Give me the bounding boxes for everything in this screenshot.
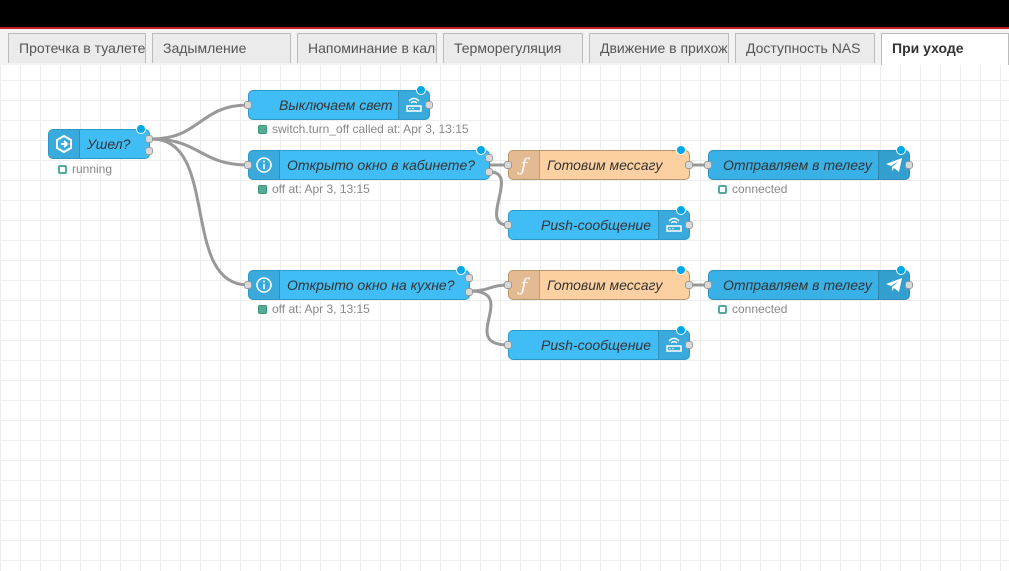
node-status: running: [58, 162, 112, 176]
wires-layer: [151, 103, 708, 347]
wire: [489, 170, 509, 227]
output-port[interactable]: [685, 281, 693, 289]
node-light-off[interactable]: Выключаем свет: [244, 85, 433, 120]
changed-indicator: [896, 145, 906, 155]
node-label: Готовим мессагу: [547, 157, 663, 173]
function-icon: ƒ: [509, 151, 540, 179]
node-label: Открыто окно в кабинете?: [287, 157, 476, 173]
output-port[interactable]: [145, 147, 153, 155]
node-status: connected: [718, 302, 787, 316]
node-label: Выключаем свет: [279, 97, 393, 113]
node-status: off at: Apr 3, 13:15: [258, 302, 370, 316]
node-telegram-send-2[interactable]: Отправляем в телегу: [704, 265, 913, 300]
wire: [469, 289, 509, 347]
changed-indicator: [676, 325, 686, 335]
output-port[interactable]: [485, 168, 493, 176]
output-port[interactable]: [685, 341, 693, 349]
node-status: connected: [718, 182, 787, 196]
input-port[interactable]: [504, 161, 512, 169]
changed-indicator: [896, 265, 906, 275]
telegram-icon: [878, 271, 909, 299]
output-port[interactable]: [465, 274, 473, 282]
status-dot-icon: [258, 125, 267, 134]
info-icon: [249, 151, 280, 179]
node-label: Push-сообщение: [541, 337, 651, 353]
input-port[interactable]: [244, 161, 252, 169]
node-label: Push-сообщение: [541, 217, 651, 233]
node-window-kitchen[interactable]: Открыто окно на кухне?: [244, 265, 473, 300]
status-dot-icon: [258, 185, 267, 194]
arrow-in-hexagon-icon: [49, 130, 80, 158]
input-port[interactable]: [704, 161, 712, 169]
node-label: Ушел?: [87, 136, 131, 152]
changed-indicator: [476, 145, 486, 155]
tab-on-leaving[interactable]: При уходе: [881, 33, 1009, 65]
telegram-icon: [878, 151, 909, 179]
wire: [151, 137, 249, 287]
node-label: Отправляем в телегу: [723, 157, 872, 173]
node-label: Готовим мессагу: [547, 277, 663, 293]
output-port[interactable]: [905, 161, 913, 169]
output-port[interactable]: [905, 281, 913, 289]
status-dot-icon: [258, 305, 267, 314]
tab-nas-availability[interactable]: Доступность NAS: [735, 33, 875, 63]
input-port[interactable]: [504, 341, 512, 349]
output-port[interactable]: [685, 221, 693, 229]
wire: [151, 137, 249, 167]
tab-hallway-motion[interactable]: Движение в прихожей: [589, 33, 729, 63]
flow-tabs-bar: Протечка в туалете Задымление Напоминани…: [0, 29, 1009, 82]
output-port[interactable]: [425, 101, 433, 109]
output-port[interactable]: [465, 288, 473, 296]
changed-indicator: [676, 265, 686, 275]
input-port[interactable]: [244, 281, 252, 289]
node-left-sensor[interactable]: Ушел?: [48, 124, 153, 159]
function-icon: ƒ: [509, 271, 540, 299]
node-label: Открыто окно на кухне?: [287, 277, 455, 293]
flow-workspace[interactable]: Ушел? running Выключаем свет switch.turn…: [0, 65, 1009, 571]
router-icon: [658, 211, 689, 239]
changed-indicator: [136, 124, 146, 134]
status-ring-icon: [718, 185, 727, 194]
changed-indicator: [676, 205, 686, 215]
input-port[interactable]: [704, 281, 712, 289]
input-port[interactable]: [504, 221, 512, 229]
tab-calendar-reminder[interactable]: Напоминание в календаре: [297, 33, 437, 63]
node-push-message-2[interactable]: Push-сообщение: [504, 325, 693, 360]
node-prepare-message-2[interactable]: ƒ Готовим мессагу: [504, 265, 693, 300]
output-port[interactable]: [145, 135, 153, 143]
top-header-bar: [0, 0, 1009, 29]
status-ring-icon: [58, 165, 67, 174]
changed-indicator: [676, 145, 686, 155]
input-port[interactable]: [504, 281, 512, 289]
tab-smoke[interactable]: Задымление: [152, 33, 291, 63]
router-icon: [398, 91, 429, 119]
node-status: off at: Apr 3, 13:15: [258, 182, 370, 196]
info-icon: [249, 271, 280, 299]
node-push-message-1[interactable]: Push-сообщение: [504, 205, 693, 240]
node-status: switch.turn_off called at: Apr 3, 13:15: [258, 122, 469, 136]
output-port[interactable]: [685, 161, 693, 169]
output-port[interactable]: [485, 154, 493, 162]
changed-indicator: [456, 265, 466, 275]
node-label: Отправляем в телегу: [723, 277, 872, 293]
node-window-cabinet[interactable]: Открыто окно в кабинете?: [244, 145, 493, 180]
tab-thermoregulation[interactable]: Терморегуляция: [443, 33, 583, 63]
changed-indicator: [416, 85, 426, 95]
node-telegram-send-1[interactable]: Отправляем в телегу: [704, 145, 913, 180]
tab-leak-toilet[interactable]: Протечка в туалете: [8, 33, 146, 63]
router-icon: [658, 331, 689, 359]
wire: [151, 103, 249, 141]
node-prepare-message-1[interactable]: ƒ Готовим мессагу: [504, 145, 693, 180]
input-port[interactable]: [244, 101, 252, 109]
status-ring-icon: [718, 305, 727, 314]
